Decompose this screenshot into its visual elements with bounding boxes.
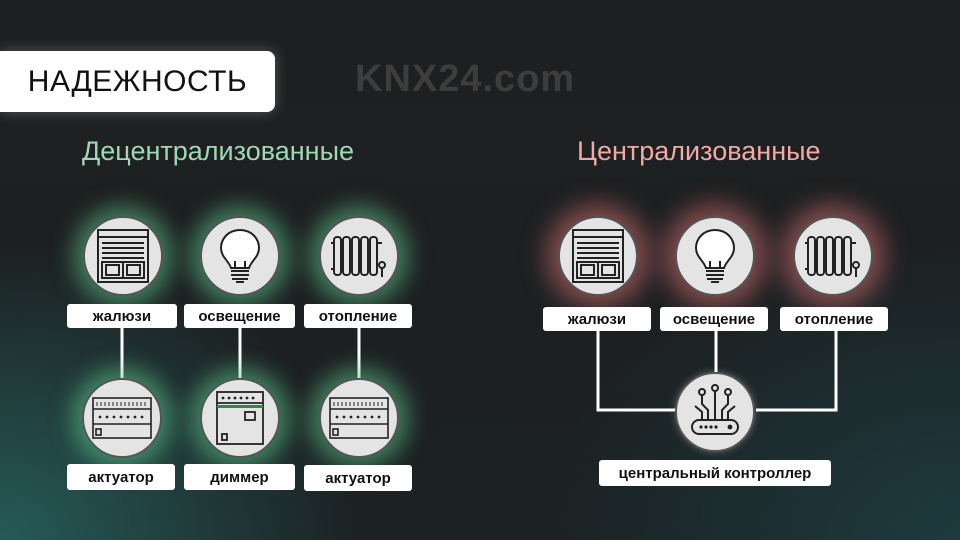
node-light-right	[675, 216, 755, 296]
blinds-icon	[97, 229, 149, 283]
page-title: НАДЕЖНОСТЬ	[27, 64, 248, 98]
watermark: KNX24.com	[355, 58, 576, 100]
connector-line	[596, 331, 676, 412]
label-blinds-right: жалюзи	[543, 307, 651, 331]
blinds-icon	[572, 229, 624, 283]
din-actuator-icon	[92, 397, 152, 439]
label-actuator-2: актуатор	[304, 465, 412, 491]
label-dimmer: диммер	[184, 464, 295, 490]
node-blinds-left	[83, 216, 163, 296]
node-actuator-1	[82, 378, 162, 458]
heading-decentralized: Децентрализованные	[82, 136, 355, 166]
radiator-icon	[331, 236, 386, 277]
din-actuator-icon	[329, 397, 389, 439]
node-dimmer	[200, 378, 280, 458]
connector-line	[756, 331, 838, 412]
label-actuator-1: актуатор	[67, 464, 175, 490]
node-actuator-2	[319, 378, 399, 458]
radiator-icon	[805, 236, 860, 277]
light-bulb-icon	[694, 228, 736, 283]
label-blinds-left: жалюзи	[67, 304, 177, 328]
node-light-left	[200, 216, 280, 296]
node-heating-left	[319, 216, 399, 296]
node-blinds-right	[558, 216, 638, 296]
label-heating-left: отопление	[304, 304, 412, 328]
light-bulb-icon	[219, 228, 261, 283]
node-central-controller	[675, 372, 755, 452]
heading-centralized: Централизованные	[577, 136, 821, 166]
label-light-right: освещение	[660, 307, 768, 331]
node-heating-right	[793, 216, 873, 296]
label-heating-right: отопление	[780, 307, 888, 331]
label-light-left: освещение	[184, 304, 295, 328]
title-box: НАДЕЖНОСТЬ	[0, 51, 275, 112]
label-central-controller: центральный контроллер	[599, 460, 831, 486]
router-controller-icon	[691, 384, 739, 435]
din-dimmer-icon	[216, 391, 264, 445]
